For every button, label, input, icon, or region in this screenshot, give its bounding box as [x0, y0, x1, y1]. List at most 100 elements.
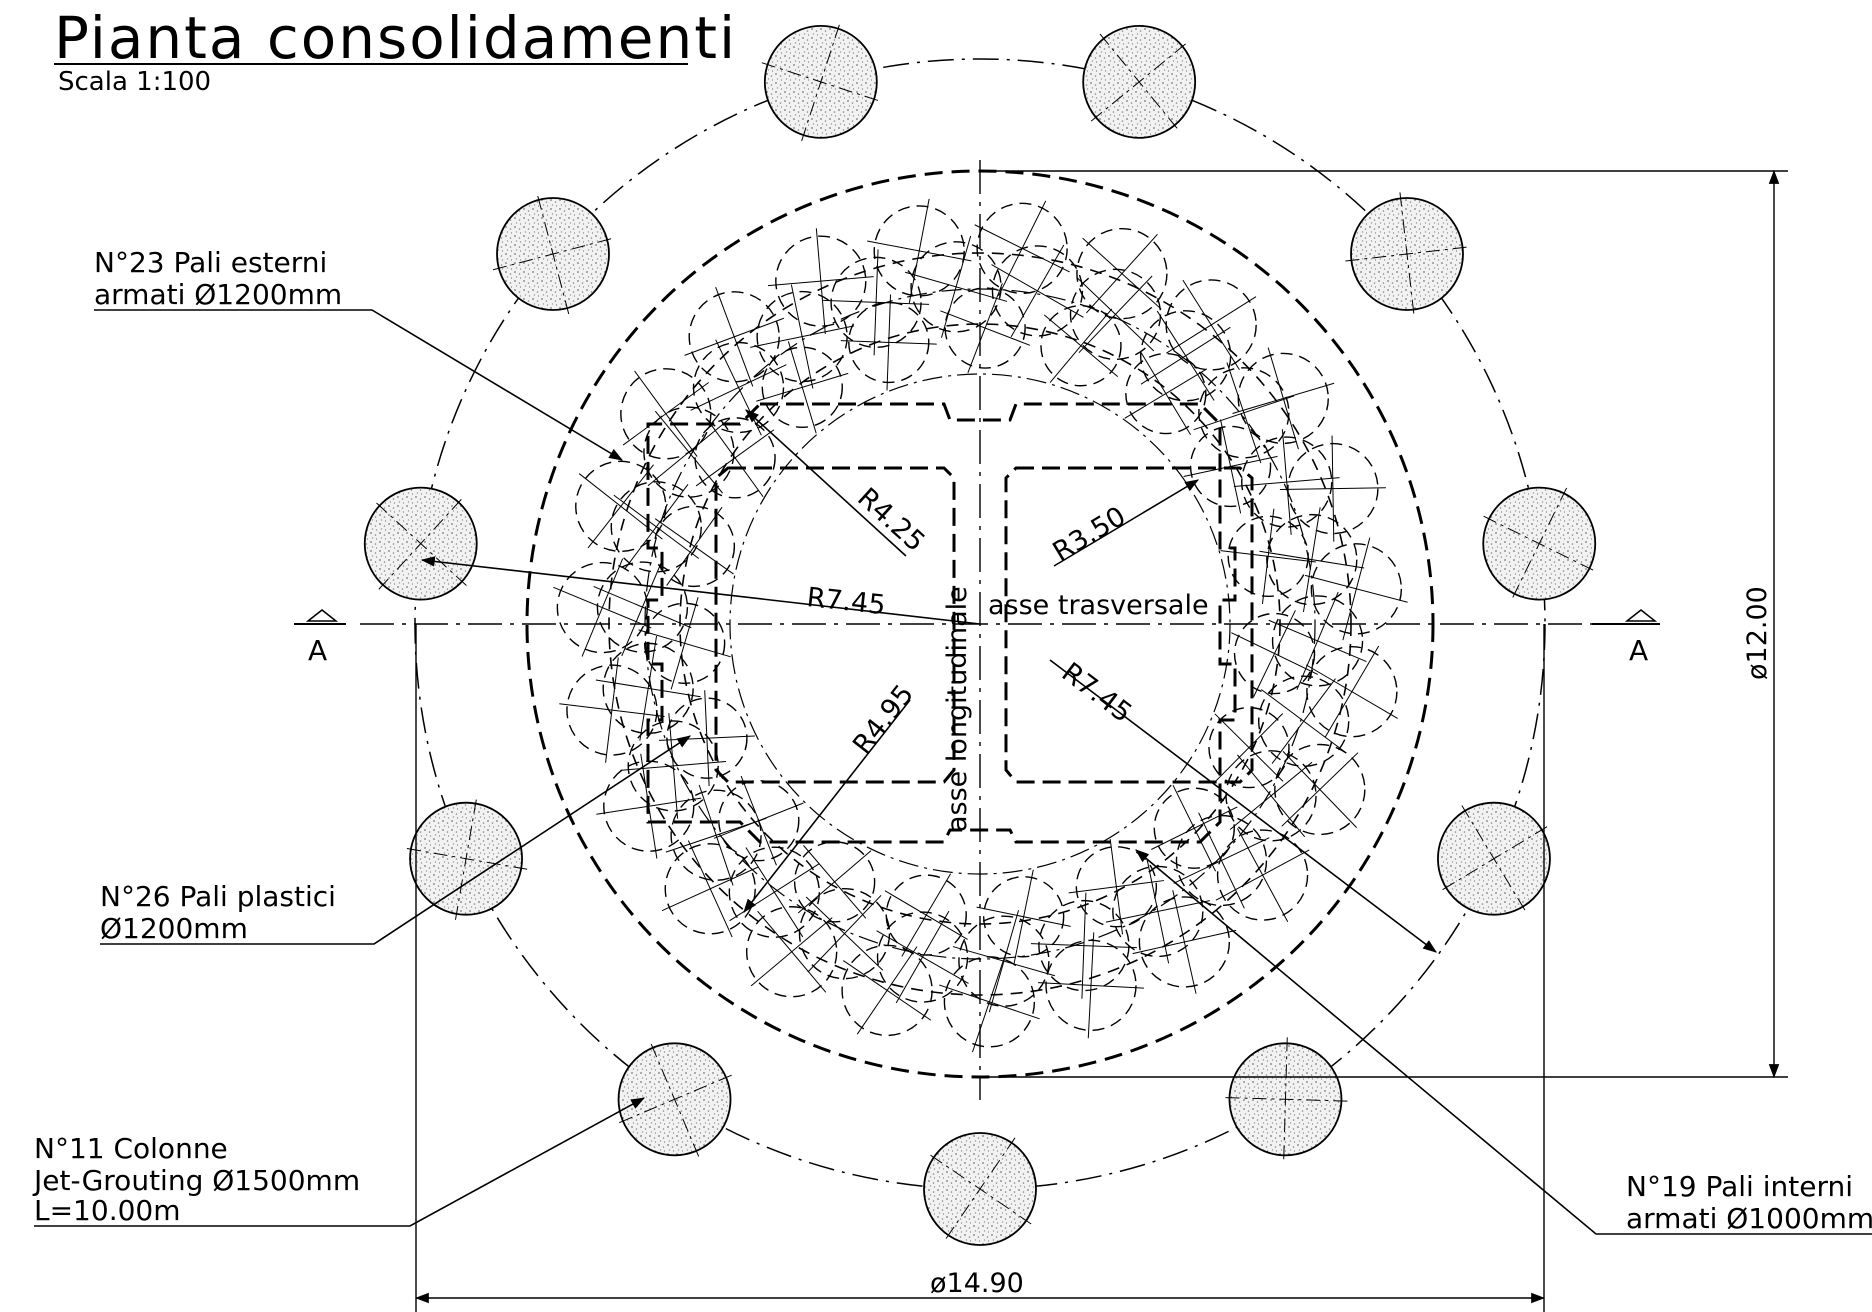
internal-pile — [940, 283, 1031, 374]
central-structure — [646, 402, 1254, 844]
leader-pali-interni — [1135, 849, 1872, 1235]
pali-esterni-line1: N°23 Pali esterni — [94, 246, 327, 279]
external-pile — [1076, 227, 1168, 320]
plastic-pile — [690, 339, 787, 436]
internal-pile — [976, 869, 1071, 964]
jet-grouting-column — [363, 486, 478, 601]
plastic-pile — [1259, 507, 1365, 613]
diameter-12-dimension — [980, 169, 1788, 1079]
external-pile — [1274, 743, 1366, 836]
external-pile — [575, 460, 667, 553]
callout-leaders — [34, 309, 1872, 1235]
internal-pile — [840, 294, 937, 391]
external-pile — [1215, 828, 1310, 922]
jet-grouting-columns — [363, 22, 1597, 1246]
jet-grouting-column — [492, 193, 614, 315]
section-mark-right-label: A — [1629, 634, 1648, 667]
section-mark-left-label: A — [308, 634, 327, 667]
leader-colonne — [34, 1097, 646, 1227]
colonne-line2: Jet-Grouting Ø1500mm — [32, 1164, 360, 1197]
pali-interni-line1: N°19 Pali interni — [1626, 1170, 1853, 1203]
section-mark-left: A — [294, 609, 346, 667]
plastic-pile — [1268, 591, 1367, 690]
external-pile — [661, 840, 759, 938]
plastic-pile — [750, 284, 855, 389]
plastic-pile — [1193, 362, 1295, 464]
leader-pali-esterni — [94, 309, 624, 461]
external-pile — [1232, 347, 1335, 450]
pali-esterni-line2: armati Ø1200mm — [94, 278, 342, 311]
internal-pile — [713, 775, 804, 866]
external-pile — [745, 906, 838, 998]
plastic-pile — [876, 910, 969, 1004]
jet-grouting-column — [1482, 486, 1597, 601]
diameter-12-label: ø12.00 — [1742, 586, 1773, 680]
external-pile — [1304, 537, 1408, 641]
r350-label: R3.50 — [1048, 501, 1132, 568]
internal-pile — [1124, 352, 1208, 435]
colonne-line3: L=10.00m — [34, 1194, 181, 1227]
jet-grouting-column — [1082, 24, 1197, 139]
internal-pile — [1208, 706, 1290, 789]
r425-label: R4.25 — [851, 482, 930, 558]
left-chamber — [714, 466, 956, 784]
r745-left-dim-line — [420, 556, 981, 625]
section-mark-right: A — [1592, 609, 1660, 667]
plastic-pile — [1030, 892, 1137, 999]
internal-pile — [756, 341, 849, 434]
external-pile — [974, 200, 1070, 297]
diameter-1490-dimension — [414, 624, 1546, 1312]
jet-grouting-column — [923, 1132, 1037, 1246]
external-pile — [1279, 435, 1386, 542]
external-pile — [620, 368, 712, 460]
plastic-pile — [1225, 750, 1317, 842]
longitudinal-axis-label: asse longitudinale — [942, 586, 973, 832]
external-pile — [559, 657, 665, 763]
plastic-pile — [1258, 675, 1350, 767]
drawing-title: Pianta consolidamenti — [54, 4, 737, 72]
plastic-pile — [610, 481, 702, 573]
r495-label: R4.95 — [847, 679, 920, 760]
external-pile — [684, 286, 785, 387]
jet-grouting-column — [1223, 1037, 1348, 1162]
r745-right-label: R7.45 — [1056, 657, 1138, 729]
drawing-scale: Scala 1:100 — [58, 67, 211, 97]
jet-grouting-column — [1437, 801, 1551, 916]
internal-pile — [658, 690, 755, 787]
transversal-axis-label: asse trasversale — [988, 590, 1209, 621]
internal-pile — [884, 873, 968, 957]
center-axes — [360, 160, 1608, 1100]
external-pile — [841, 944, 933, 1037]
pali-plastici-line1: N°26 Pali plastici — [100, 880, 336, 913]
plastic-pile — [1233, 429, 1340, 535]
jet-grouting-column — [404, 797, 528, 920]
external-pile — [867, 198, 972, 304]
external-pile — [1165, 279, 1257, 371]
plastic-pile — [798, 887, 891, 980]
internal-pile — [653, 505, 736, 588]
r745-left-label: R7.45 — [805, 582, 887, 621]
plastic-pile — [593, 558, 692, 657]
internal-pile — [1183, 419, 1278, 514]
r350-dim-line — [1053, 479, 1200, 567]
jet-grouting-column — [1345, 192, 1469, 316]
r745-right-dim-line — [1049, 659, 1437, 953]
external-pile — [1132, 890, 1237, 994]
plastic-pile — [952, 910, 1056, 1013]
jet-grouting-column — [761, 22, 880, 142]
colonne-line1: N°11 Colonne — [34, 1132, 228, 1165]
internal-pile — [1068, 839, 1165, 935]
structure-outline — [646, 402, 1237, 844]
plastic-pile — [1069, 268, 1162, 361]
pile-rings — [553, 198, 1408, 1053]
pali-interni-line2: armati Ø1000mm — [1626, 1202, 1872, 1235]
external-pile — [1038, 932, 1144, 1039]
r425-dim-line — [745, 409, 907, 557]
external-pile — [553, 558, 652, 657]
external-pile — [1305, 645, 1398, 738]
jet-grouting-column — [617, 1041, 732, 1157]
external-pile — [767, 228, 874, 335]
diameter-1490-label: ø14.90 — [930, 1268, 1024, 1299]
plastic-pile — [991, 244, 1084, 338]
